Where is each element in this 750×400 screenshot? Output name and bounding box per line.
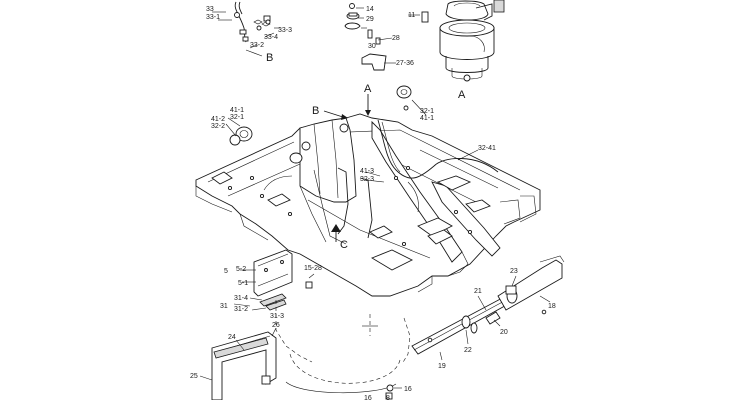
swivel-hardware	[344, 3, 396, 71]
access-cover	[233, 249, 315, 311]
view-a-arrow-label: A	[364, 83, 372, 95]
callout-32-1-left: 32-1	[230, 114, 244, 121]
callout-25: 25	[190, 373, 198, 380]
callout-31: 31	[220, 303, 228, 310]
callout-28: 28	[392, 35, 400, 42]
callout-41-2: 41-2	[211, 116, 225, 123]
callout-21: 21	[474, 288, 482, 295]
callout-30: 30	[368, 43, 376, 50]
callout-18: 18	[548, 303, 556, 310]
callout-16: 16	[404, 386, 412, 393]
callout-33-4: 33-4	[264, 34, 278, 41]
bushing-set	[225, 117, 253, 146]
callout-5-1: 5-1	[238, 280, 248, 287]
hose-assembly-b	[212, 1, 280, 57]
counterweight-outline	[275, 300, 411, 394]
mounting-bolts	[385, 384, 402, 400]
view-a-label-top: A	[458, 89, 466, 101]
callout-32-41: 32-41	[478, 145, 496, 152]
callout-33-2: 33-2	[250, 42, 264, 49]
callout-41-1-right: 41-1	[420, 115, 434, 122]
callout-19: 19	[438, 363, 446, 370]
callout-31-3: 31-3	[270, 313, 284, 320]
callout-16-lower: 16	[364, 395, 372, 400]
swing-motor-assembly	[408, 0, 505, 82]
callout-14: 14	[366, 6, 374, 13]
callout-31-4: 31-4	[234, 295, 248, 302]
callout-27-36: 27-36	[396, 60, 414, 67]
callout-41-3: 41-3	[360, 168, 374, 175]
callout-31-2: 31-2	[234, 306, 248, 313]
callout-23: 23	[510, 268, 518, 275]
callout-29: 29	[366, 16, 374, 23]
callout-24: 24	[228, 334, 236, 341]
callout-33-1: 33-1	[206, 14, 220, 21]
callout-8: 8	[386, 395, 390, 400]
callout-20: 20	[500, 329, 508, 336]
view-c-label: C	[340, 239, 348, 251]
callout-22: 22	[464, 347, 472, 354]
callout-labels: 33 33-1 33-2 33-3 33-4 B 14 29 30 28 27-…	[190, 6, 556, 400]
callout-32-1: 32-1	[420, 108, 434, 115]
callout-11: 11	[408, 12, 415, 19]
upper-frame	[195, 85, 541, 297]
callout-26: 26	[272, 322, 280, 329]
callout-32-3: 32-3	[360, 176, 374, 183]
callout-5: 5	[224, 268, 228, 275]
callout-5-2: 5-2	[236, 266, 246, 273]
handrail-frame	[199, 327, 277, 400]
callout-15-28: 15-28	[304, 265, 322, 272]
view-b-arrow-label: B	[312, 105, 319, 117]
view-b-label-top: B	[266, 52, 273, 64]
callout-33: 33	[206, 6, 214, 13]
callout-32-2: 32-2	[211, 123, 225, 130]
hydraulic-cylinder	[411, 255, 565, 361]
callout-33-3: 33-3	[278, 27, 292, 34]
callout-41-1-left: 41-1	[230, 107, 244, 114]
